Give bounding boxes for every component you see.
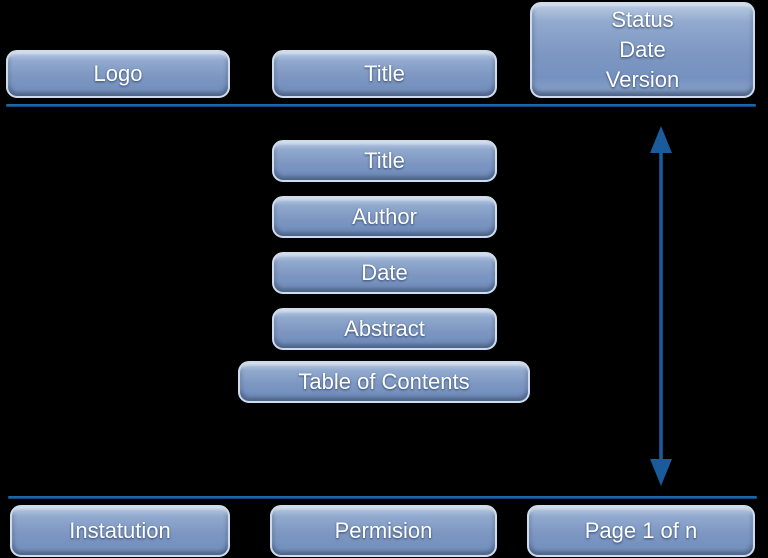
logo-box: Logo bbox=[6, 50, 230, 98]
table-of-contents-box: Table of Contents bbox=[238, 361, 530, 403]
permission-box-label: Permision bbox=[334, 518, 433, 544]
page-number-box: Page 1 of n bbox=[527, 505, 755, 557]
status-date-version-box: Status Date Version bbox=[530, 2, 755, 98]
logo-box-label: Logo bbox=[93, 61, 143, 87]
institution-box: Instatution bbox=[10, 505, 230, 557]
date-box: Date bbox=[272, 252, 497, 294]
header-title-box-label: Title bbox=[364, 61, 405, 87]
status-line: Status bbox=[611, 7, 674, 33]
page-number-box-label: Page 1 of n bbox=[584, 518, 698, 544]
institution-box-label: Instatution bbox=[69, 518, 171, 544]
version-line: Version bbox=[605, 66, 680, 92]
date-line: Date bbox=[619, 37, 666, 63]
vertical-double-arrow-icon bbox=[650, 126, 672, 486]
permission-box: Permision bbox=[270, 505, 497, 557]
author-box: Author bbox=[272, 196, 497, 238]
author-box-label: Author bbox=[352, 204, 417, 230]
footer-separator-line bbox=[8, 496, 757, 499]
header-separator-line bbox=[6, 104, 756, 107]
date-box-label: Date bbox=[361, 260, 408, 286]
abstract-box: Abstract bbox=[272, 308, 497, 350]
table-of-contents-box-label: Table of Contents bbox=[298, 369, 470, 395]
body-title-box-label: Title bbox=[364, 148, 405, 174]
header-title-box: Title bbox=[272, 50, 497, 98]
body-title-box: Title bbox=[272, 140, 497, 182]
abstract-box-label: Abstract bbox=[344, 316, 425, 342]
